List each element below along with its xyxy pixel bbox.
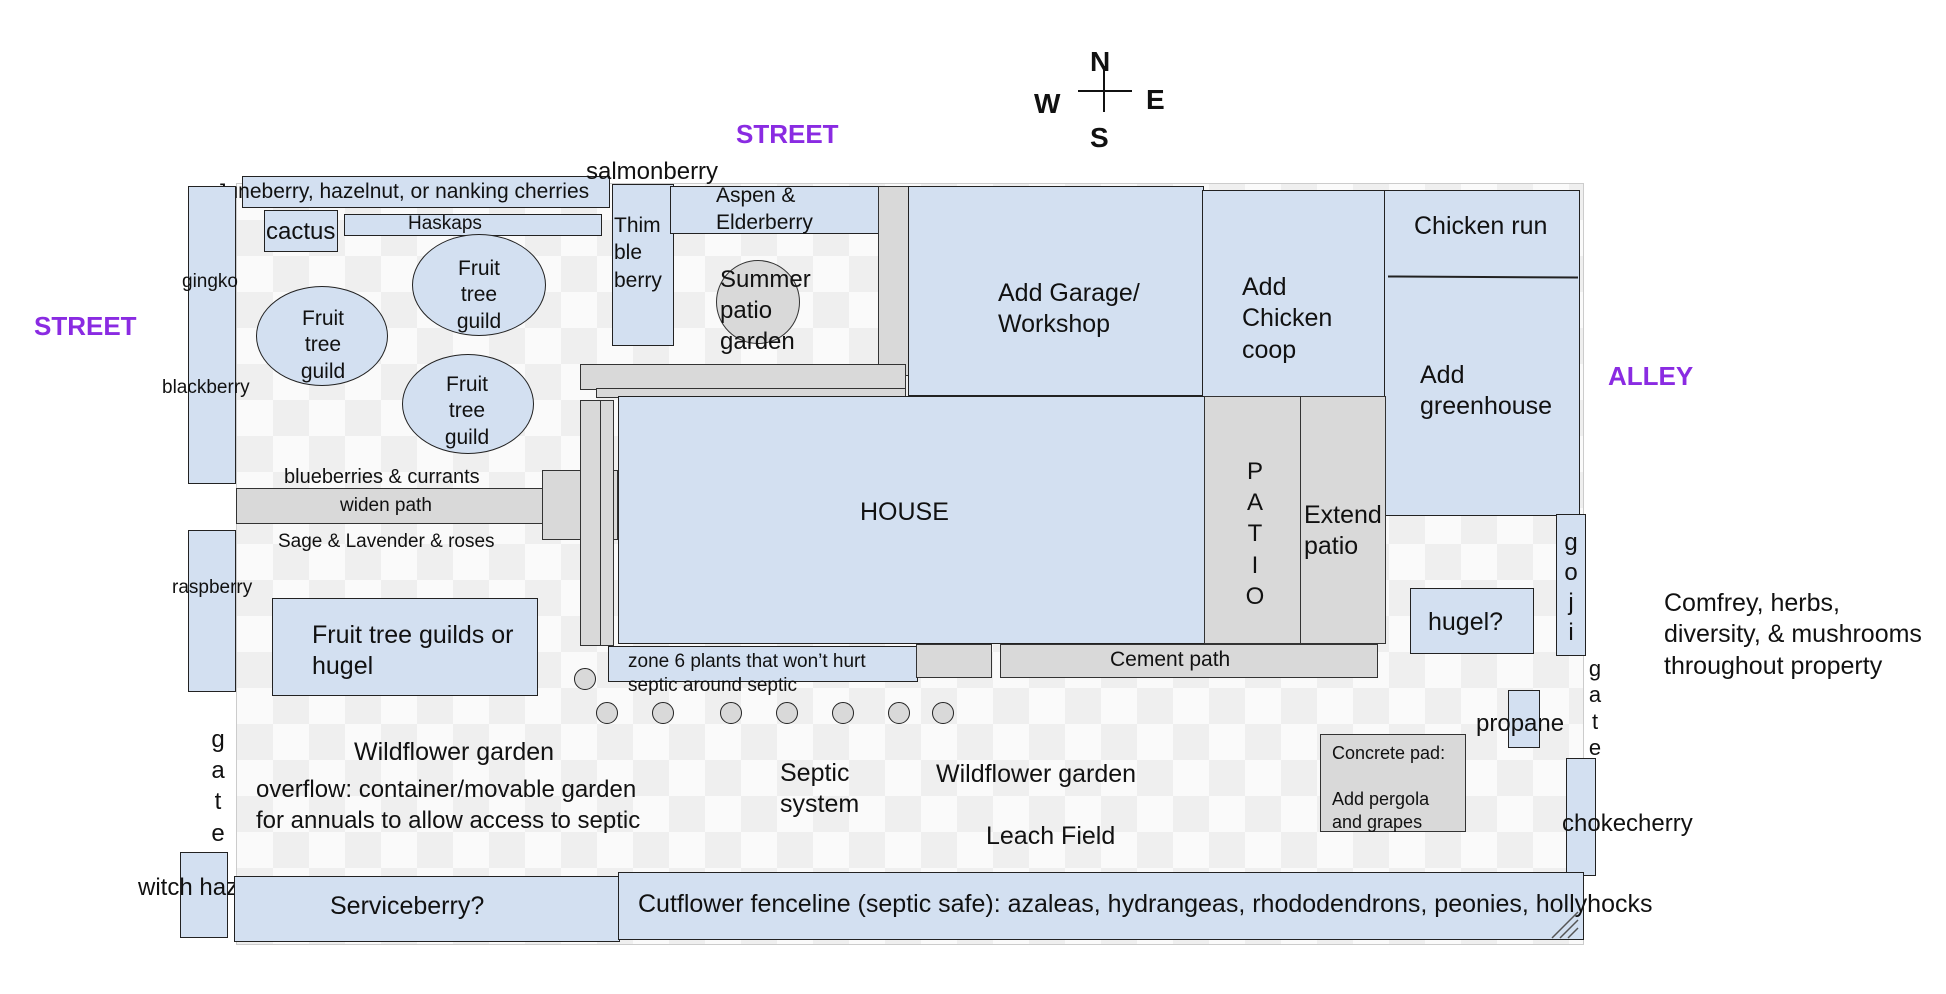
cement-path-label: Cement path <box>1110 648 1231 671</box>
septic-marker <box>888 702 910 724</box>
pergola-label: Add pergola and grapes <box>1332 789 1430 832</box>
gingko-blackberry-bed <box>188 186 236 484</box>
gingko-label: gingko <box>182 271 238 292</box>
house-west-path <box>580 400 602 646</box>
septic-marker <box>776 702 798 724</box>
salmonberry-label: salmonberry <box>586 158 719 185</box>
compass-horizontal-line <box>1078 90 1132 92</box>
wildflower-mid-label: Wildflower garden <box>936 760 1137 788</box>
patio <box>1204 396 1302 644</box>
cutflower-label: Cutflower fenceline (septic safe): azale… <box>638 890 1653 918</box>
cactus-bed <box>264 210 338 252</box>
chokecherry-bed <box>1566 758 1596 876</box>
raspberry-label: raspberry <box>172 577 253 598</box>
summer-patio-label: Summer patio garden <box>720 266 811 356</box>
chicken-coop-label: Add Chicken coop <box>1242 273 1333 364</box>
juneberry-label: Juneberry, hazelnut, or nanking cherries <box>216 180 590 203</box>
fruit-guilds-hugel-label: Fruit tree guilds or hugel <box>312 621 514 681</box>
fruit-tree-guild-3-label: Fruit tree guild <box>444 373 490 449</box>
compass-w: W <box>1034 88 1061 119</box>
zone6-label: zone 6 plants that won’t hurt septic aro… <box>628 651 866 696</box>
haskaps-label: Haskaps <box>408 213 482 234</box>
chicken-run-greenhouse <box>1384 190 1580 516</box>
garage-workshop-label: Add Garage/ Workshop <box>998 279 1140 339</box>
leach-field-label: Leach Field <box>986 822 1116 850</box>
aspen-elderberry-bed <box>670 186 880 234</box>
overflow-label: overflow: container/movable garden for a… <box>256 776 641 835</box>
concrete-pad <box>1320 734 1466 832</box>
concrete-pad-label: Concrete pad: <box>1332 743 1446 763</box>
raspberry-bed <box>188 530 236 692</box>
garage-workshop <box>908 186 1204 396</box>
septic-marker <box>720 702 742 724</box>
septic-label: Septic system <box>780 759 860 819</box>
fruit-guilds-hugel-bed <box>272 598 538 696</box>
cutflower-fenceline <box>618 872 1584 940</box>
widen-path-label: widen path <box>340 495 432 516</box>
alley-label: ALLEY <box>1608 361 1694 391</box>
house-north-path <box>580 364 906 390</box>
blueberries-label: blueberries & currants <box>284 466 480 488</box>
aspen-elderberry-label: Aspen & Elderberry <box>716 184 813 235</box>
chicken-run-label: Chicken run <box>1414 212 1548 240</box>
cactus-label: cactus <box>266 218 336 245</box>
fruit-tree-guild-3 <box>402 354 534 454</box>
comfrey-note: Comfrey, herbs, diversity, & mushrooms t… <box>1664 589 1922 680</box>
septic-marker <box>932 702 954 724</box>
serviceberry-bed <box>234 876 620 942</box>
compass-n: N <box>1090 46 1111 77</box>
witch-hazel-bed <box>180 852 228 938</box>
compass-e: E <box>1146 84 1165 115</box>
goji-bed <box>1556 514 1586 656</box>
widen-path <box>236 488 544 524</box>
compass-s: S <box>1090 122 1109 153</box>
north-walkway <box>878 186 910 376</box>
propane-label: propane <box>1476 710 1565 737</box>
extend-patio <box>1300 396 1386 644</box>
zone6-bed <box>608 646 918 682</box>
fruit-tree-guild-2-label: Fruit tree guild <box>456 257 502 333</box>
septic-marker <box>596 702 618 724</box>
juneberry-bed <box>242 176 610 208</box>
thimbleberry-label: Thim ble berry <box>614 214 662 292</box>
extend-patio-label: Extend patio <box>1304 501 1382 561</box>
chokecherry-label: chokecherry <box>1562 810 1693 837</box>
greenhouse-label: Add greenhouse <box>1420 361 1553 421</box>
thimbleberry-bed <box>612 184 674 346</box>
sage-label: Sage & Lavender & roses <box>278 531 495 552</box>
septic-marker <box>574 668 596 690</box>
septic-marker <box>652 702 674 724</box>
chicken-coop <box>1202 190 1386 398</box>
wildflower-left-label: Wildflower garden <box>354 738 555 766</box>
cement-path <box>1000 644 1378 678</box>
compass-vertical-line <box>1103 66 1105 112</box>
fruit-tree-guild-1-label: Fruit tree guild <box>300 307 346 383</box>
serviceberry-label: Serviceberry? <box>330 892 485 920</box>
fruit-tree-guild-1 <box>256 286 388 386</box>
house-west-path-edge <box>600 400 614 646</box>
hugel-bed <box>1410 588 1534 654</box>
propane-tank <box>1508 690 1540 748</box>
resize-handle-icon <box>1551 911 1579 939</box>
south-step <box>916 644 992 678</box>
house <box>618 396 1206 644</box>
summer-patio-circle <box>716 260 800 344</box>
street-left-label: STREET <box>34 311 137 341</box>
house-label: HOUSE <box>860 498 949 526</box>
street-top-label: STREET <box>736 119 839 149</box>
fruit-tree-guild-2 <box>412 234 546 336</box>
septic-marker <box>832 702 854 724</box>
hugel-label: hugel? <box>1428 608 1504 636</box>
blackberry-label: blackberry <box>162 377 250 398</box>
